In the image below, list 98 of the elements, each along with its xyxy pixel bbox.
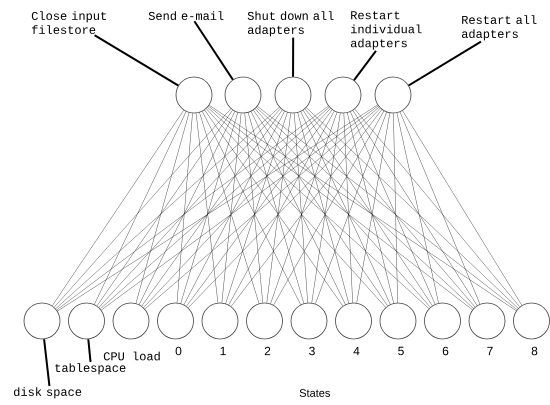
connection-line <box>248 112 304 304</box>
connection-line <box>222 113 242 303</box>
connection-line <box>315 112 387 304</box>
node-circle <box>290 302 328 340</box>
action-label: Shut down all adapters <box>248 11 334 36</box>
connection-line <box>180 112 238 304</box>
connection-line <box>204 110 344 306</box>
node-circle <box>380 302 416 340</box>
node-circle <box>246 302 283 340</box>
leader-line <box>87 339 92 362</box>
connection-line <box>56 106 328 310</box>
state-label: 5 <box>398 346 404 356</box>
state-label: 4 <box>353 346 360 356</box>
action-label: Restart all adapters <box>462 15 537 40</box>
connection-line <box>100 106 330 309</box>
connection-line <box>393 113 398 303</box>
connection-line <box>54 108 231 308</box>
connection-line <box>270 112 338 304</box>
connection-line <box>304 108 476 308</box>
state-label: 7 <box>487 346 493 356</box>
connection-line <box>196 113 218 303</box>
connection-line <box>250 111 346 305</box>
connection-line <box>56 107 280 309</box>
connection-line <box>176 113 193 303</box>
node-circle <box>335 302 372 340</box>
node-circle <box>468 302 506 340</box>
node-circle <box>176 76 212 114</box>
connection-line <box>202 111 301 305</box>
connection-line <box>344 113 353 303</box>
node-circle <box>202 302 238 340</box>
node-circle <box>157 302 194 340</box>
connection-line <box>306 107 518 308</box>
connection-line <box>186 110 332 306</box>
action-label: Close input filestore <box>32 11 106 34</box>
leader-line <box>353 50 377 81</box>
connection-line <box>231 109 382 307</box>
connection-line <box>294 113 308 303</box>
node-circle <box>224 76 262 114</box>
leader-line <box>408 40 482 86</box>
connection-line <box>94 111 186 305</box>
connection-line <box>244 113 263 303</box>
state-label: 8 <box>532 346 538 356</box>
connection-line <box>139 111 236 305</box>
action-label: Restart individual adapters <box>350 11 422 50</box>
action-label: Send e-mail <box>148 11 224 20</box>
connection-line <box>136 112 190 304</box>
connection-line <box>402 110 522 306</box>
node-circle <box>424 302 461 340</box>
connection-line <box>256 107 474 309</box>
leader-line <box>292 38 294 77</box>
connection-line <box>52 110 184 306</box>
node-circle <box>374 76 412 114</box>
leader-line <box>194 20 234 80</box>
connection-line <box>347 112 394 304</box>
connection-line <box>350 112 436 304</box>
state-label: 0 <box>176 346 182 356</box>
connection-line <box>257 106 518 310</box>
node-circle <box>324 76 362 114</box>
node-circle <box>513 302 550 340</box>
connection-line <box>199 112 260 304</box>
input-label: tablespace <box>55 363 126 374</box>
connection-line <box>142 110 282 306</box>
connection-line <box>255 108 430 308</box>
node-circle <box>24 302 60 340</box>
connection-line <box>253 110 388 306</box>
state-label: CPU load <box>104 352 160 360</box>
connection-line <box>209 105 516 311</box>
leader-line <box>94 34 179 86</box>
connection-line <box>144 106 380 310</box>
connection-line <box>298 112 349 304</box>
state-label: 3 <box>309 346 315 356</box>
connection-line <box>228 110 334 305</box>
input-label: disk space <box>14 387 82 398</box>
connection-line <box>266 113 291 303</box>
connection-line <box>273 110 384 306</box>
connection-line <box>184 111 285 305</box>
connection-line <box>302 110 433 306</box>
state-label: 1 <box>220 346 226 356</box>
connection-line <box>207 107 430 309</box>
connection-line <box>356 112 390 304</box>
connection-line <box>400 112 480 304</box>
connection-line <box>98 108 281 308</box>
connection-line <box>396 112 439 304</box>
connection-line <box>354 108 520 308</box>
connection-line <box>143 108 331 308</box>
connection-line <box>300 112 390 304</box>
connection-line <box>96 110 233 306</box>
connection-line <box>208 106 473 310</box>
axis-caption: States <box>300 389 330 397</box>
node-circle <box>274 76 312 114</box>
connection-line <box>312 113 340 303</box>
state-label: 6 <box>442 346 448 356</box>
node-circle <box>68 302 105 340</box>
node-circle <box>112 302 150 340</box>
state-label: 2 <box>264 346 270 356</box>
connection-line <box>225 112 288 304</box>
leader-line <box>43 339 50 386</box>
connection-line <box>352 110 478 306</box>
